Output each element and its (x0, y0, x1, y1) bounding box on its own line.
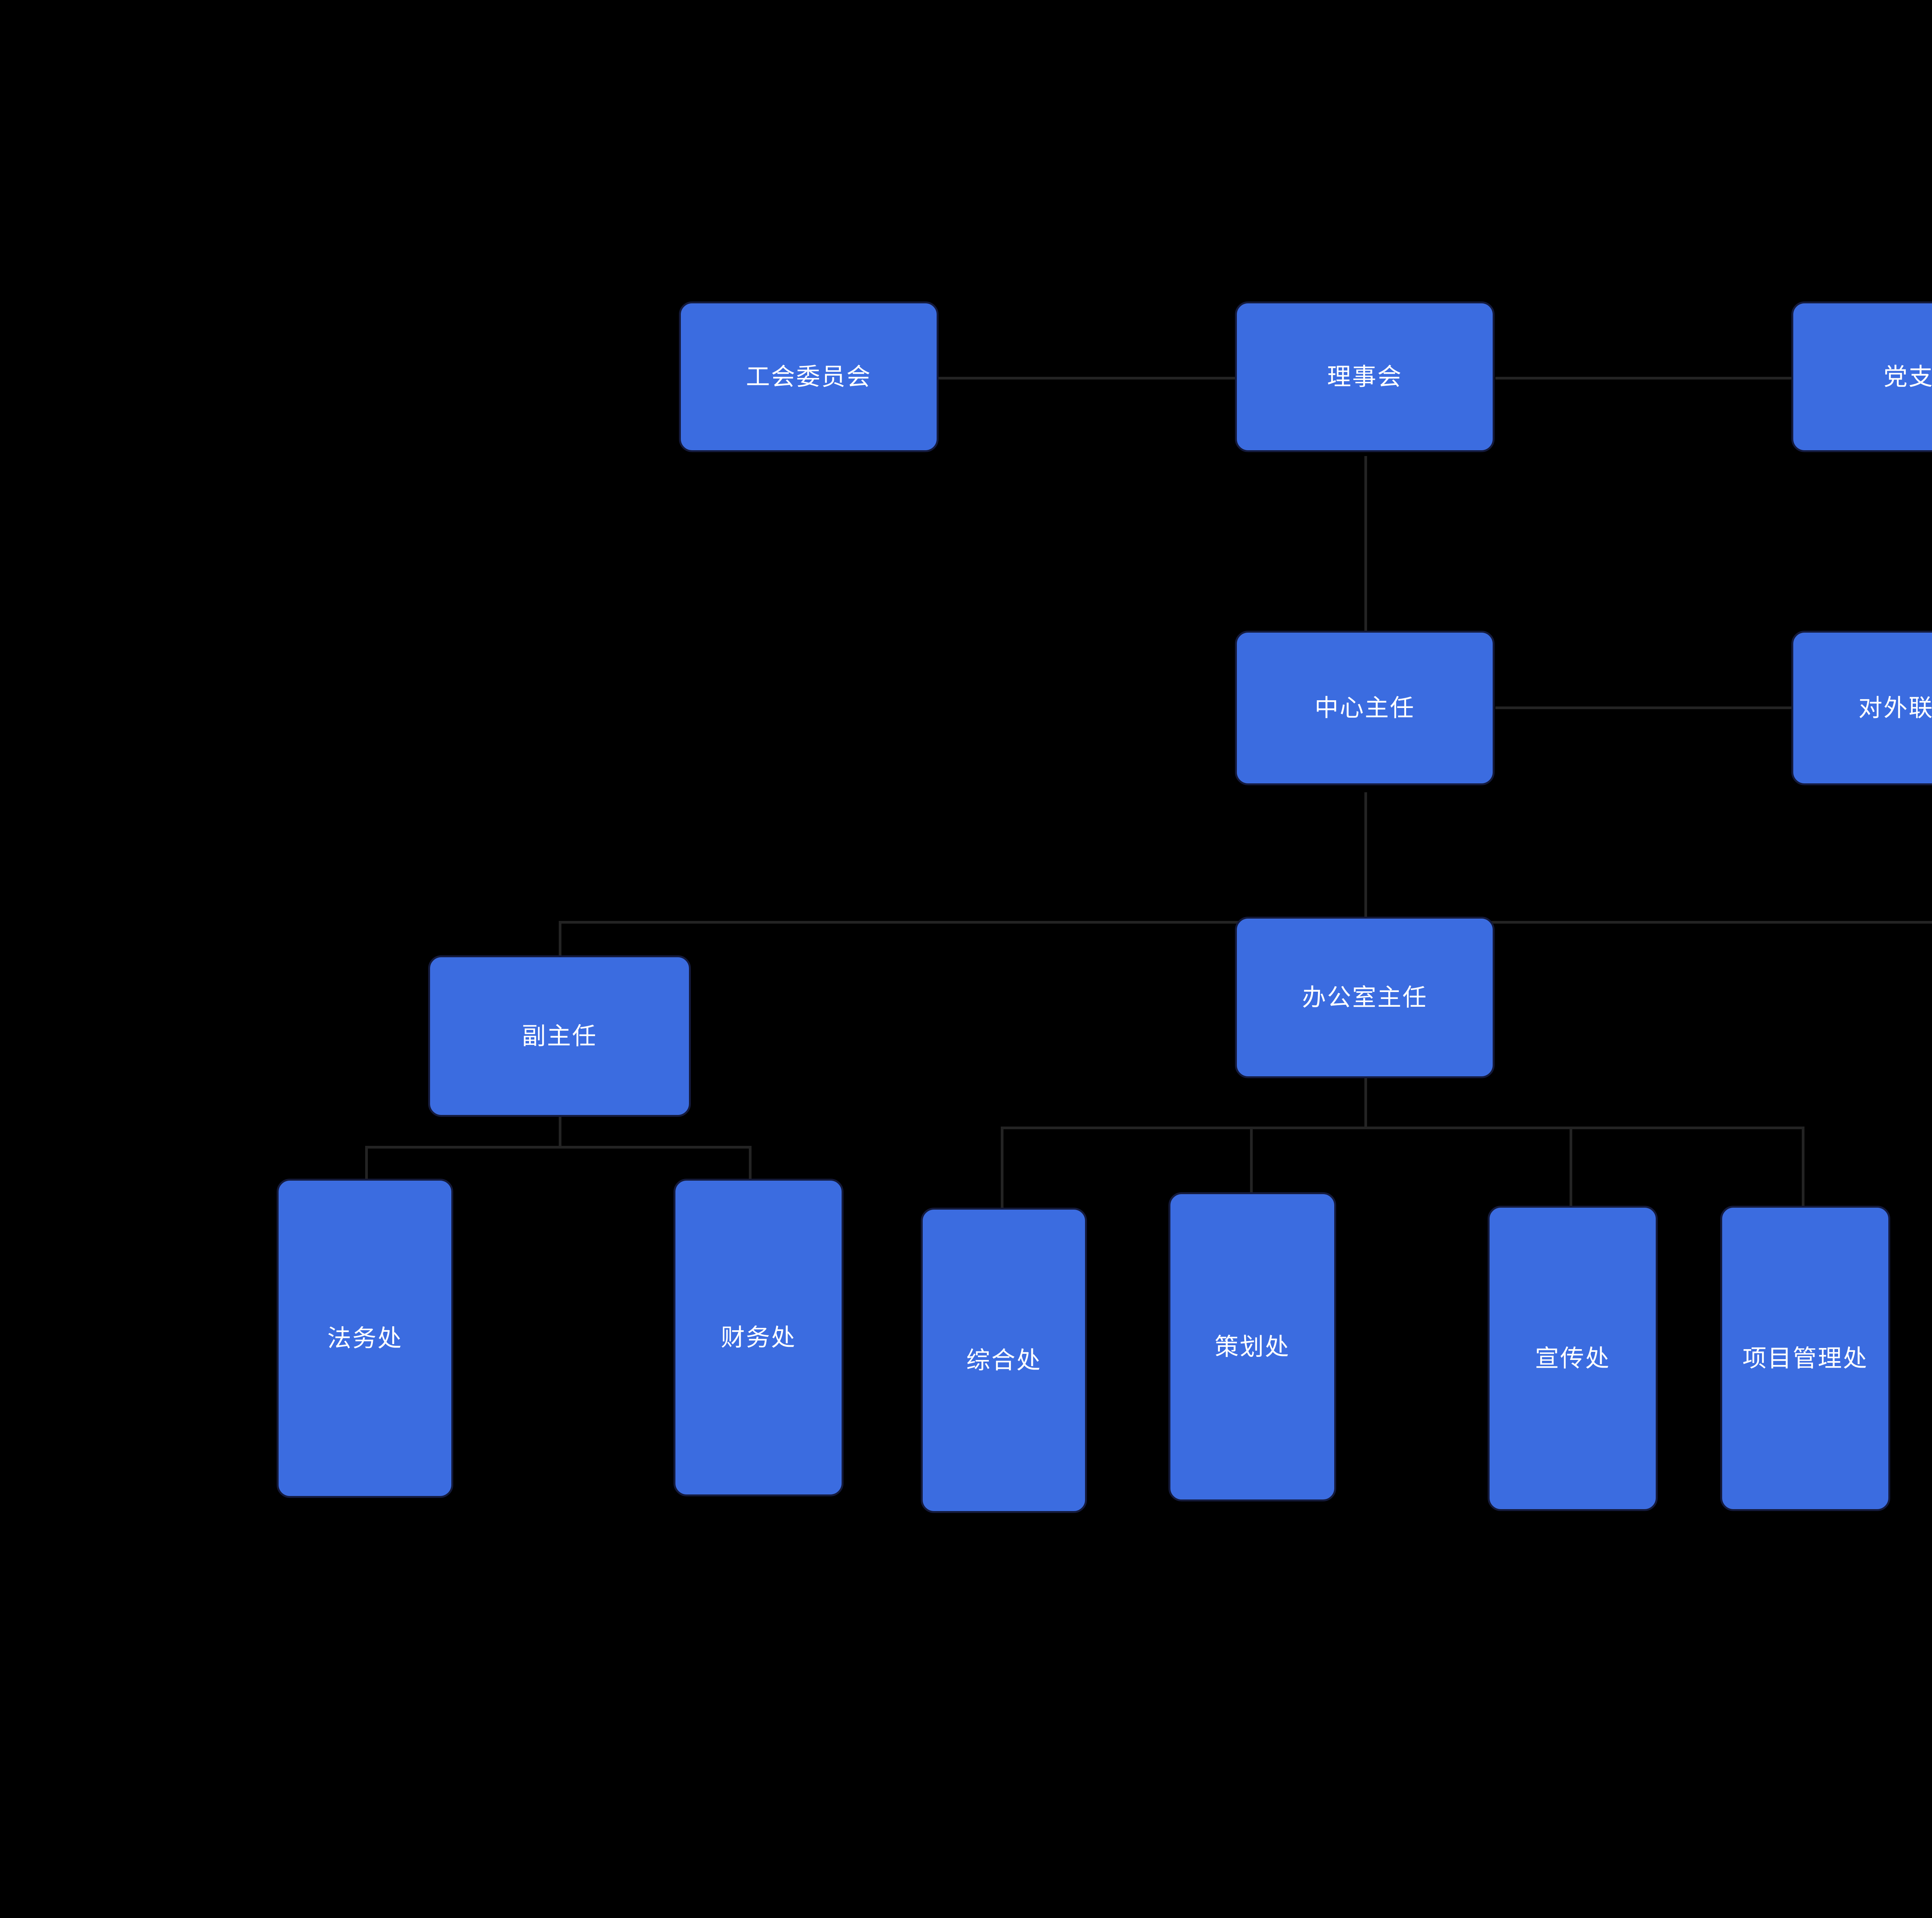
node-center-director[interactable]: 中心主任 (1235, 631, 1495, 785)
node-label-board: 理事会 (1327, 362, 1403, 391)
connector-deputy-left-to-finance (749, 1146, 752, 1181)
connector-deputy-left-stem (559, 1117, 561, 1147)
connector-office-director-stem (1364, 1078, 1367, 1128)
node-legal-affairs[interactable]: 法务处 (277, 1179, 453, 1498)
node-label-office-director: 办公室主任 (1302, 983, 1428, 1012)
connector-office-director-bus (1001, 1127, 1804, 1129)
connector-center-director-stem (1364, 792, 1367, 922)
node-union-committee[interactable]: 工会委员会 (679, 301, 939, 452)
connector-center-director-to-external-liaison (1495, 706, 1793, 709)
node-label-legal-affairs: 法务处 (327, 1324, 403, 1353)
node-label-deputy-director-left: 副主任 (522, 1022, 597, 1050)
connector-deputy-left-bus (365, 1146, 752, 1149)
node-planning[interactable]: 策划处 (1168, 1192, 1336, 1501)
node-project-management[interactable]: 项目管理处 (1720, 1206, 1890, 1511)
node-label-external-liaison: 对外联络处 (1858, 694, 1932, 722)
node-publicity[interactable]: 宣传处 (1488, 1206, 1658, 1511)
connector-board-to-center-director (1364, 456, 1367, 632)
node-deputy-director-left[interactable]: 副主任 (428, 955, 691, 1117)
node-party-branch[interactable]: 党支部 (1791, 301, 1932, 452)
node-general-affairs[interactable]: 综合处 (921, 1208, 1087, 1513)
connector-board-to-union-committee (935, 377, 1236, 380)
node-label-party-branch: 党支部 (1883, 362, 1932, 391)
connector-office-director-to-planning (1250, 1127, 1253, 1194)
node-board[interactable]: 理事会 (1235, 301, 1495, 452)
node-label-publicity: 宣传处 (1535, 1344, 1611, 1373)
node-label-general-affairs: 综合处 (966, 1346, 1042, 1375)
connector-board-to-party-branch (1495, 377, 1793, 380)
node-label-finance: 财务处 (721, 1323, 796, 1352)
node-finance[interactable]: 财务处 (673, 1179, 844, 1496)
node-label-planning: 策划处 (1214, 1333, 1290, 1361)
node-office-director[interactable]: 办公室主任 (1235, 917, 1495, 1078)
node-label-project-management: 项目管理处 (1742, 1344, 1868, 1373)
connector-bus-to-deputy-left (559, 921, 561, 956)
connector-office-director-to-project-management (1802, 1127, 1804, 1208)
connector-office-director-to-publicity (1570, 1127, 1572, 1208)
node-label-center-director: 中心主任 (1314, 694, 1415, 722)
connector-office-director-to-general-affairs (1001, 1127, 1003, 1210)
node-label-union-committee: 工会委员会 (746, 362, 872, 391)
node-external-liaison[interactable]: 对外联络处 (1791, 631, 1932, 785)
connector-deputy-left-to-legal-affairs (365, 1146, 368, 1181)
